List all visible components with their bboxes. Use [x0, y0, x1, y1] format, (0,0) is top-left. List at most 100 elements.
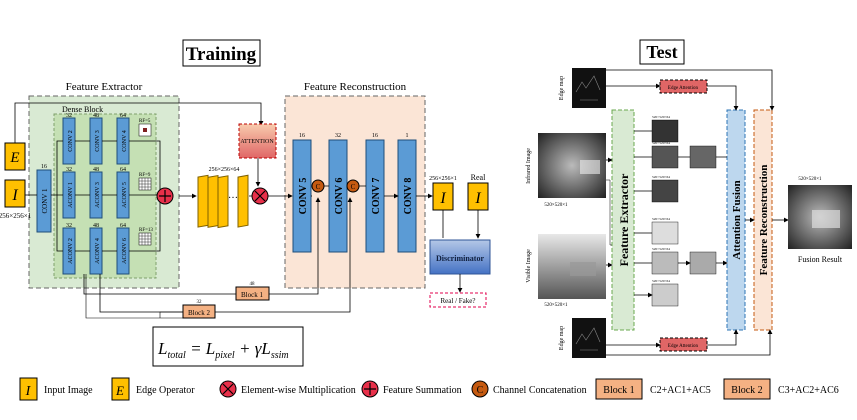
- svg-text:Block 1: Block 1: [603, 385, 634, 396]
- discriminator-block: [429, 239, 491, 275]
- conv-row-3: ACONV 2 32 ACONV 4 48 ACONV 6 64: [62, 223, 130, 275]
- infrared-size: 520×520×1: [544, 203, 568, 208]
- edge-attention-top: [659, 79, 708, 94]
- conv4-ch: 64: [120, 113, 126, 119]
- loss-formula: Ltotal = Lpixel + γLssim: [157, 339, 289, 361]
- svg-text:I: I: [25, 384, 32, 399]
- test-section: Test Edge map Edge map Infrared Image 52…: [525, 39, 852, 358]
- rf-grid-2: RF=9: [138, 173, 152, 191]
- concat-node-2-symbol: C: [351, 183, 356, 191]
- conv3-ch: 48: [93, 113, 99, 119]
- rf-label-1: RF=5: [139, 119, 151, 124]
- attention-label: ATTENTION: [240, 139, 274, 145]
- conv-row-1: CONV 2 32 CONV 3 48 CONV 4 64: [62, 113, 130, 165]
- training-title-box: [182, 39, 261, 67]
- extractor-connections: [14, 102, 353, 319]
- edge-map-bottom: [572, 318, 606, 358]
- multiply-x-icon: [254, 190, 266, 202]
- svg-text:Input Image: Input Image: [44, 385, 93, 396]
- legend-block2: Block 2 C3+AC2+AC6: [723, 378, 839, 400]
- legend-multiplication: Element-wise Multiplication: [219, 380, 356, 398]
- svg-text:C2+AC1+AC5: C2+AC1+AC5: [650, 385, 711, 396]
- infrared-label: Infrared Image: [525, 148, 532, 184]
- aconv1-label: ACONV 1: [68, 182, 74, 208]
- feature-size-vis-1: 520×520×64: [652, 217, 670, 221]
- svg-text:Channel Concatenation: Channel Concatenation: [493, 385, 587, 396]
- discriminator-label: Discriminator: [436, 254, 484, 263]
- conv2-ch: 32: [66, 113, 72, 119]
- svg-text:Block 2: Block 2: [731, 385, 762, 396]
- attention-block: [238, 123, 277, 159]
- feature-size-ir-2: 520×520×64: [652, 141, 670, 145]
- svg-text:C: C: [477, 385, 484, 396]
- svg-text:E: E: [115, 383, 124, 398]
- feature-size-vis-2: 520×520×64: [652, 247, 670, 251]
- fusion-result-label: Fusion Result: [798, 255, 843, 264]
- real-label: Real: [471, 173, 486, 182]
- conv5-label: CONV 5: [298, 178, 309, 215]
- feature-size-ir-1: 520×520×64: [652, 115, 670, 119]
- ellipsis: …: [228, 190, 238, 201]
- conv7-ch: 16: [372, 133, 378, 139]
- aconv2-label: ACONV 2: [68, 238, 74, 264]
- feature-reconstruction-label: Feature Reconstruction: [304, 81, 407, 93]
- svg-text:C3+AC2+AC6: C3+AC2+AC6: [778, 385, 839, 396]
- feature-size-label: 256×256×64: [209, 167, 240, 173]
- conv5-ch: 16: [299, 133, 305, 139]
- real-fake-label: Real / Fake?: [441, 297, 476, 305]
- svg-text:Edge Operator: Edge Operator: [136, 385, 195, 396]
- summation-plus-icon: [159, 190, 171, 202]
- conv3-label: CONV 3: [95, 130, 101, 151]
- dense-conv-grid: CONV 2 32 CONV 3 48 CONV 4 64 ACONV 1 32…: [62, 113, 130, 275]
- rf-grid-1: RF=5: [138, 119, 152, 137]
- rf-grid-3: RF=13: [138, 228, 153, 246]
- training-title: Training: [186, 44, 257, 65]
- conv1-label: CONV 1: [41, 188, 49, 213]
- aconv4-ch: 48: [93, 223, 99, 229]
- test-title: Test: [646, 42, 677, 62]
- conv6-ch: 32: [335, 133, 341, 139]
- rf-label-3: RF=13: [139, 228, 153, 233]
- real-image-symbol: I: [474, 190, 481, 207]
- edge-map-top-label: Edge map: [559, 76, 565, 100]
- feature-size-ir-3: 520×520×64: [652, 175, 670, 179]
- visible-label: Visible Image: [526, 249, 532, 283]
- visible-size: 520×520×1: [544, 303, 568, 308]
- feature-size-vis-3: 520×520×64: [652, 279, 670, 283]
- edge-map-bottom-label: Edge map: [559, 326, 565, 350]
- input-edge-symbol: E: [9, 150, 19, 166]
- aconv6-label: ACONV 6: [122, 238, 128, 264]
- conv6-label: CONV 6: [334, 178, 345, 215]
- concat-node-1-symbol: C: [316, 183, 321, 191]
- aconv2-ch: 32: [66, 223, 72, 229]
- conv8-ch: 1: [406, 133, 409, 139]
- loss-formula-box: [152, 326, 304, 367]
- aconv3-label: ACONV 3: [95, 182, 101, 208]
- conv-row-2: ACONV 1 32 ACONV 3 48 ACONV 5 64: [62, 167, 130, 219]
- aconv5-ch: 64: [120, 167, 126, 173]
- output-image-symbol: I: [439, 190, 446, 207]
- aconv3-ch: 48: [93, 167, 99, 173]
- test-feature-reconstruction-label: Feature Reconstruction: [758, 165, 770, 276]
- input-image-symbol: I: [11, 187, 18, 204]
- input-image-box: [4, 179, 26, 208]
- conv1-block: [36, 169, 52, 233]
- edge-map-top: [572, 68, 606, 108]
- infrared-feature-maps: 520×520×64 520×520×64 520×520×64: [651, 115, 717, 203]
- feature-extractor-label: Feature Extractor: [66, 81, 143, 93]
- rf-label-2: RF=9: [139, 173, 151, 178]
- edge-attention-bottom-label: Edge Attention: [668, 344, 699, 349]
- edge-attention-top-label: Edge Attention: [668, 86, 699, 91]
- conv7-label: CONV 7: [371, 178, 382, 215]
- output-size-label: 256×256×1: [429, 176, 457, 182]
- conv6-block: [328, 139, 348, 253]
- block1-ch: 48: [250, 282, 256, 287]
- input-size-label: 256×256×1: [0, 212, 32, 220]
- aconv6-ch: 64: [120, 223, 126, 229]
- reconstruction-convs: CONV 5 16 CONV 6 32 CONV 7 16 CONV 8 1: [292, 133, 417, 253]
- legend: I Input Image E Edge Operator Element-wi…: [19, 377, 839, 401]
- conv8-label: CONV 8: [403, 178, 414, 215]
- svg-text:Feature Summation: Feature Summation: [383, 385, 462, 396]
- test-feature-extractor: [611, 109, 635, 331]
